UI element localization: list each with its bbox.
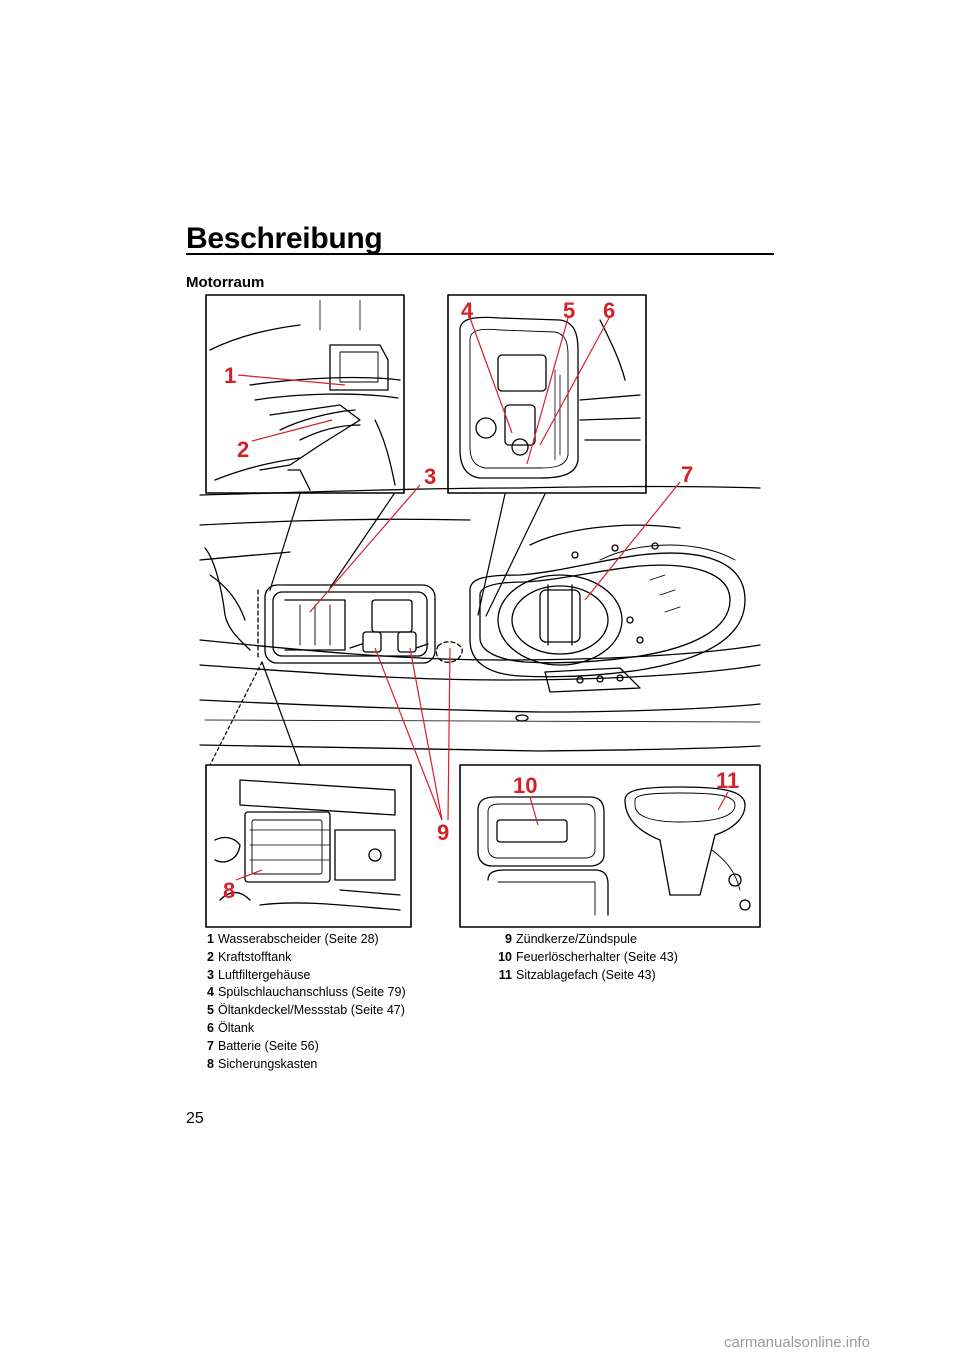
legend-text: Zündkerze/Zündspule <box>516 932 637 946</box>
engine-compartment-figure: 1 2 3 4 5 6 7 8 9 10 11 <box>199 294 761 928</box>
callout-8: 8 <box>223 878 235 903</box>
hull-illustration <box>199 485 761 752</box>
legend-item: 6 Öltank <box>196 1020 406 1038</box>
legend-item: 3 Luftfiltergehäuse <box>196 967 406 985</box>
legend-text: Sitzablagefach (Seite 43) <box>516 967 656 982</box>
legend-text: Kraftstofftank <box>218 949 292 964</box>
legend-item: 2 Kraftstofftank <box>196 949 406 967</box>
legend-number: 4 <box>207 985 214 1000</box>
legend-text: Wasserabscheider (Seite 28) <box>218 932 379 946</box>
inset-fuse-box <box>205 764 412 928</box>
legend-text: Öltankdeckel/Messstab (Seite 47) <box>218 1003 405 1018</box>
legend-number: 11 <box>498 967 512 982</box>
legend-item: 10 Feuerlöscherhalter (Seite 43) <box>494 949 678 967</box>
legend-text: Luftfiltergehäuse <box>218 967 311 982</box>
legend-number: 2 <box>207 949 214 964</box>
legend-text: Feuerlöscherhalter (Seite 43) <box>516 949 678 964</box>
legend-number: 5 <box>207 1003 214 1018</box>
title-rule <box>186 253 774 255</box>
legend-item: 4 Spülschlauchanschluss (Seite 79) <box>196 984 406 1002</box>
callout-9: 9 <box>437 820 449 845</box>
section-heading: Motorraum <box>186 274 265 291</box>
legend-item: 1 Wasserabscheider (Seite 28) <box>196 931 406 949</box>
legend-number: 7 <box>207 1038 214 1053</box>
watermark: carmanualsonline.info <box>724 1334 870 1351</box>
legend-item: 11 Sitzablagefach (Seite 43) <box>494 967 678 985</box>
page-number: 25 <box>186 1110 204 1127</box>
callout-3: 3 <box>424 464 436 489</box>
legend-item: 5 Öltankdeckel/Messstab (Seite 47) <box>196 1002 406 1020</box>
legend-number: 10 <box>498 949 512 964</box>
legend-number: 3 <box>207 967 214 982</box>
callout-4: 4 <box>461 298 474 323</box>
callout-6: 6 <box>603 298 615 323</box>
legend-item: 8 Sicherungskasten <box>196 1056 406 1074</box>
callout-5: 5 <box>563 298 575 323</box>
legend-item: 7 Batterie (Seite 56) <box>196 1038 406 1056</box>
legend-text: Öltank <box>218 1020 255 1035</box>
legend-text: Sicherungskasten <box>218 1056 318 1071</box>
legend-right: 9 Zündkerze/Zündspule 10 Feuerlöscherhalte… <box>494 931 678 984</box>
callout-11: 11 <box>716 768 739 793</box>
callout-2: 2 <box>237 437 249 462</box>
legend-text: Spülschlauchanschluss (Seite 79) <box>218 985 406 1000</box>
callout-7: 7 <box>681 462 693 487</box>
legend-number: 1 <box>207 932 214 946</box>
legend-item: 9 Zündkerze/Zündspule <box>494 931 678 949</box>
inset-storage-compartments <box>459 764 761 928</box>
legend-left: 1 Wasserabscheider (Seite 28) 2 Kraftstoff… <box>196 931 406 1073</box>
inset-water-separator <box>205 294 405 494</box>
callout-10: 10 <box>513 773 537 798</box>
legend-text: Batterie (Seite 56) <box>218 1038 319 1053</box>
legend-number: 9 <box>505 932 512 946</box>
legend-number: 8 <box>207 1056 214 1071</box>
page-title: Beschreibung <box>186 222 383 255</box>
legend-number: 6 <box>207 1020 214 1035</box>
inset-oil-tank <box>447 294 647 494</box>
callout-1: 1 <box>224 363 236 388</box>
